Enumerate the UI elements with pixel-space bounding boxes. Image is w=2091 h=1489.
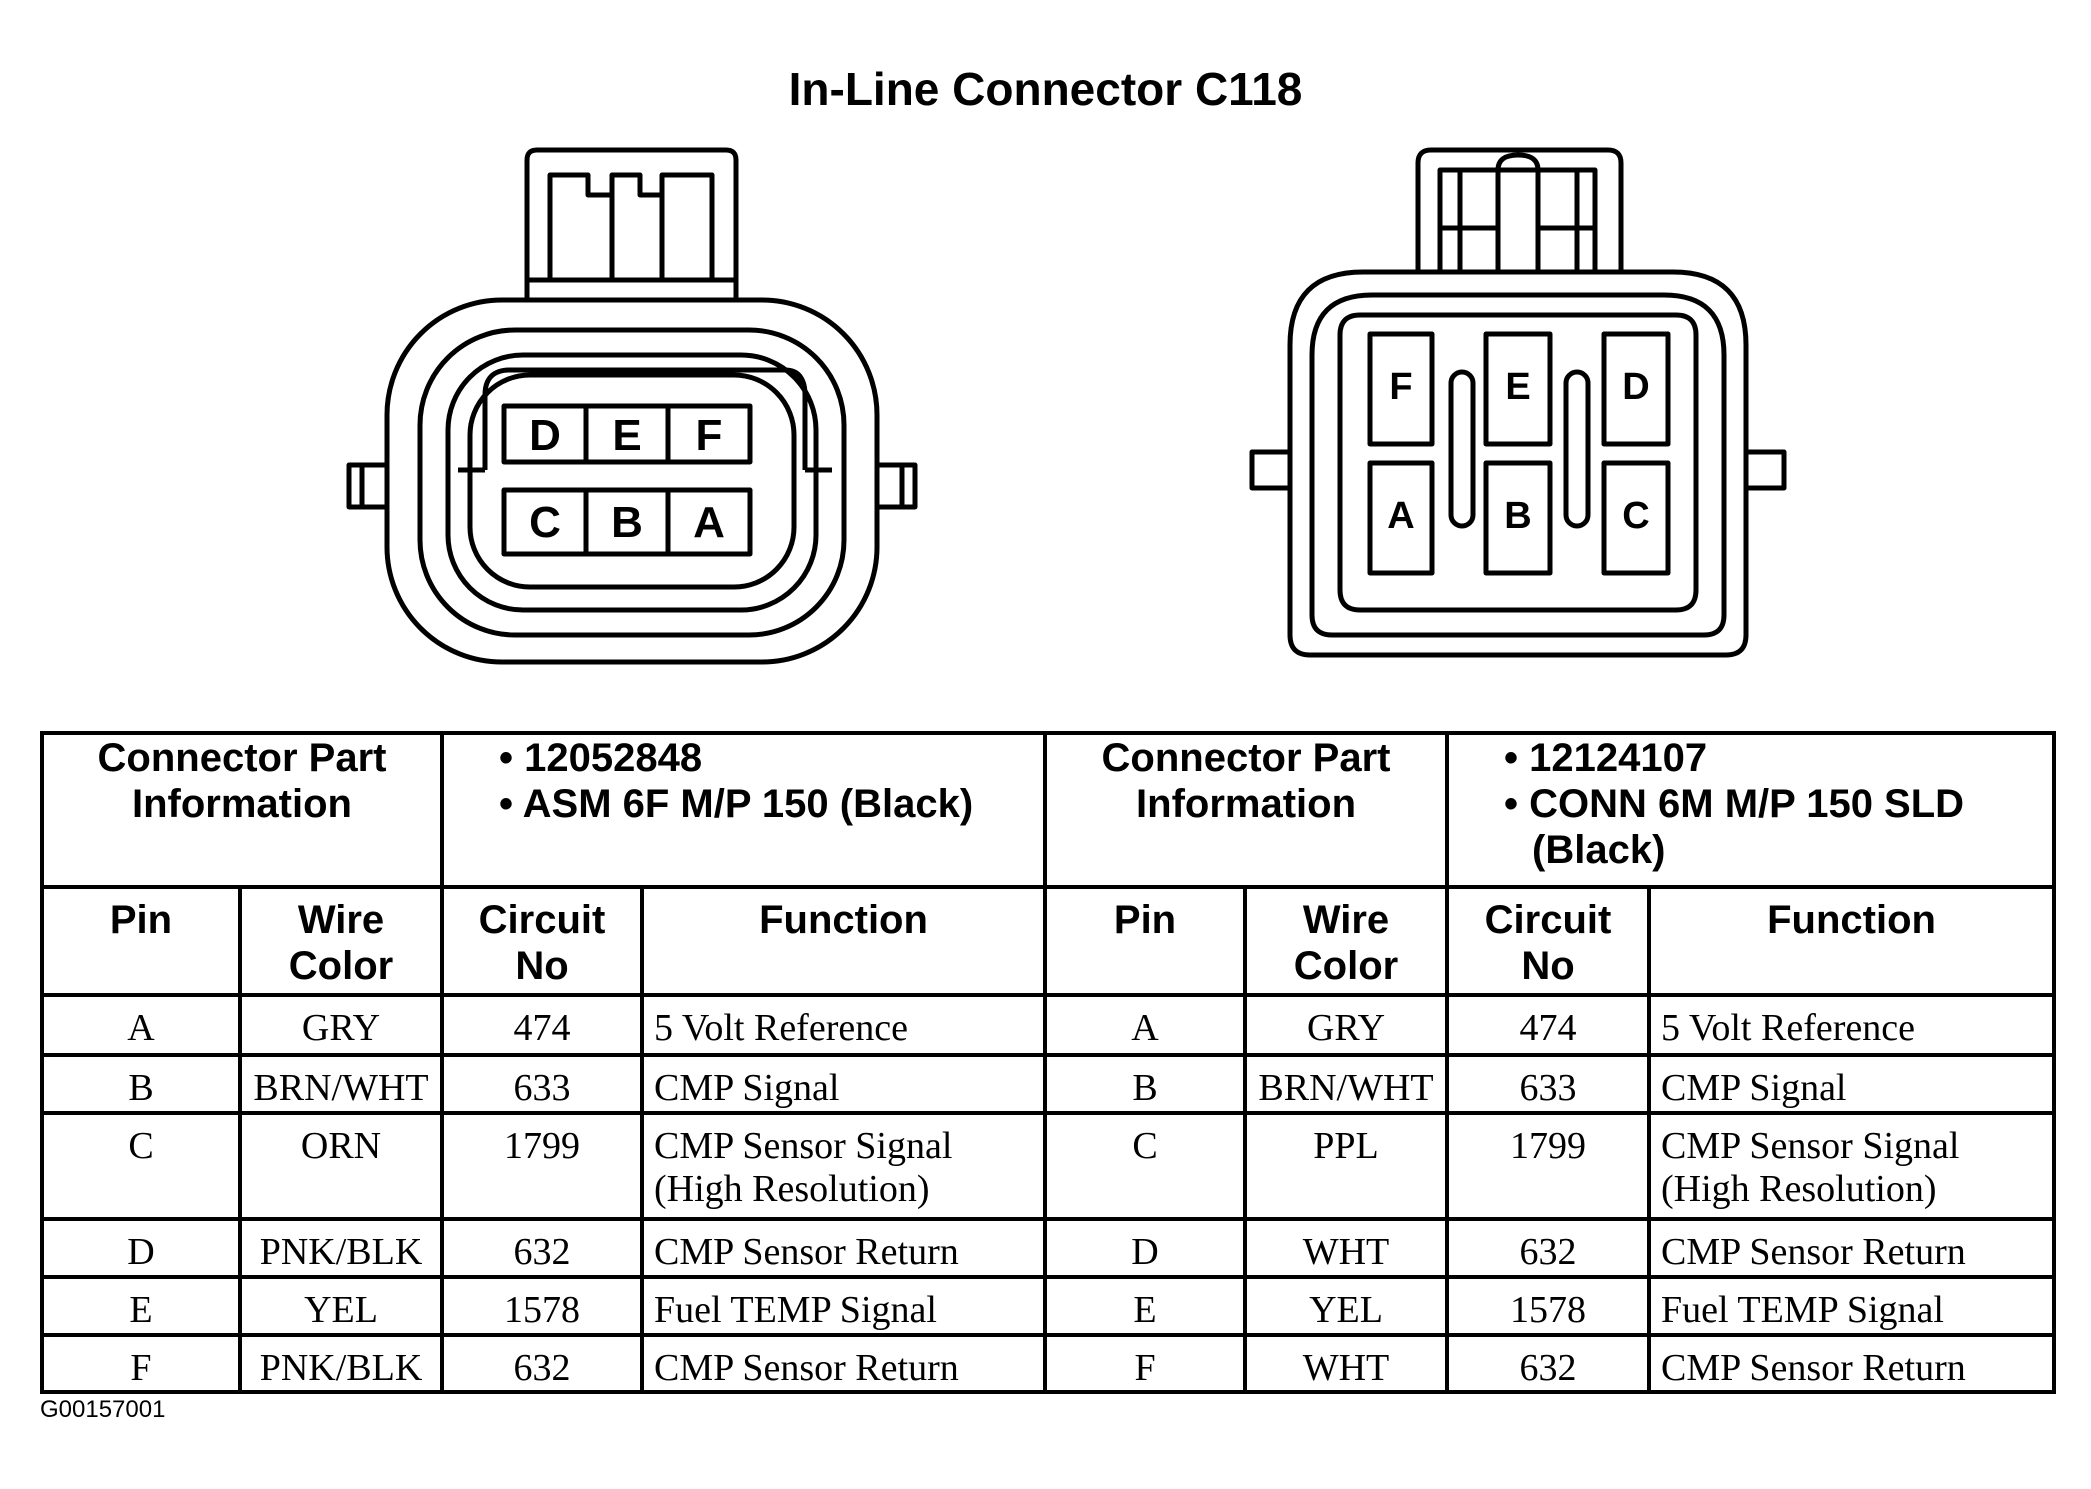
wire-color-cell: WHT [1243, 1217, 1450, 1279]
figure-id: G00157001 [40, 1396, 166, 1423]
function-cell: CMP Signal [1647, 1053, 2057, 1115]
left-info-label: Connector Part Information [40, 731, 444, 889]
pin-cell: A [40, 993, 242, 1057]
circuit-cell: 632 [1445, 1333, 1652, 1394]
pin-cell: E [40, 1275, 242, 1337]
circuit-cell: 1799 [440, 1111, 644, 1221]
wire-color-header: Wire Color [238, 885, 444, 997]
right-part-info: • 12124107 • CONN 6M M/P 150 SLD (Black) [1445, 731, 2057, 889]
wire-color-cell: WHT [1243, 1333, 1450, 1394]
right-part-description: • CONN 6M M/P 150 SLD [1504, 782, 1965, 826]
right-pin-label: A [1387, 495, 1414, 537]
wire-color-cell: PNK/BLK [238, 1217, 444, 1279]
circuit-cell: 632 [440, 1217, 644, 1279]
right-connector-drawing [1249, 147, 1787, 658]
function-cell: CMP Sensor Return [1647, 1333, 2057, 1394]
wire-color-cell: YEL [238, 1275, 444, 1337]
right-pin-label: E [1505, 366, 1530, 408]
wire-color-cell: GRY [1243, 993, 1450, 1057]
left-part-info: • 12052848 • ASM 6F M/P 150 (Black) [439, 731, 1048, 889]
left-pin-label: F [696, 411, 723, 460]
pinout-table: Connector Part Information • 12052848 • … [40, 731, 2057, 1394]
circuit-cell: 1799 [1445, 1111, 1652, 1221]
circuit-cell: 632 [440, 1333, 644, 1394]
function-cell: CMP Sensor Return [639, 1217, 1048, 1279]
wire-color-cell: BRN/WHT [238, 1053, 444, 1115]
left-pin-label: C [529, 498, 561, 547]
function-cell: Fuel TEMP Signal [639, 1275, 1048, 1337]
function-header: Function [1647, 885, 2057, 997]
function-header: Function [639, 885, 1048, 997]
pin-header: Pin [40, 885, 242, 997]
wire-color-header: Wire Color [1243, 885, 1450, 997]
right-part-number: • 12124107 [1504, 736, 1708, 780]
circuit-cell: 633 [440, 1053, 644, 1115]
pin-cell: D [1043, 1217, 1248, 1279]
connector-info-row: Connector Part Information • 12052848 • … [40, 731, 2057, 889]
circuit-cell: 1578 [1445, 1275, 1652, 1337]
left-pin-label: D [529, 411, 561, 460]
left-pin-label: A [693, 498, 725, 547]
circuit-no-header: Circuit No [440, 885, 644, 997]
function-cell: CMP Sensor Signal (High Resolution) [1647, 1111, 2057, 1221]
pin-cell: A [1043, 993, 1248, 1057]
table-row: C ORN 1799 CMP Sensor Signal (High Resol… [40, 1111, 2057, 1221]
circuit-cell: 474 [440, 993, 644, 1057]
circuit-cell: 1578 [440, 1275, 644, 1337]
left-part-description: • ASM 6F M/P 150 (Black) [499, 782, 974, 826]
pin-header: Pin [1043, 885, 1248, 997]
circuit-cell: 633 [1445, 1053, 1652, 1115]
wire-color-cell: GRY [238, 993, 444, 1057]
right-pin-label: C [1622, 495, 1649, 537]
left-pin-label: E [612, 411, 641, 460]
wire-color-cell: ORN [238, 1111, 444, 1221]
function-cell: CMP Signal [639, 1053, 1048, 1115]
pin-cell: E [1043, 1275, 1248, 1337]
function-cell: CMP Sensor Return [639, 1333, 1048, 1394]
pin-cell: D [40, 1217, 242, 1279]
right-pin-label: F [1389, 366, 1412, 408]
left-pin-label: B [611, 498, 643, 547]
left-part-number: • 12052848 [499, 736, 703, 780]
pin-cell: B [40, 1053, 242, 1115]
header-row: Pin Wire Color Circuit No Function Pin W… [40, 885, 2057, 997]
pin-cell: C [40, 1111, 242, 1221]
function-cell: 5 Volt Reference [1647, 993, 2057, 1057]
right-pin-label: B [1504, 495, 1531, 537]
right-part-color: (Black) [1532, 828, 1666, 872]
function-cell: Fuel TEMP Signal [1647, 1275, 2057, 1337]
right-pin-label: D [1622, 366, 1649, 408]
wire-color-cell: YEL [1243, 1275, 1450, 1337]
left-connector-drawing [346, 147, 918, 665]
table-row: F PNK/BLK 632 CMP Sensor Return F WHT 63… [40, 1333, 2057, 1394]
pin-cell: C [1043, 1111, 1248, 1221]
table-row: D PNK/BLK 632 CMP Sensor Return D WHT 63… [40, 1217, 2057, 1279]
wire-color-cell: PPL [1243, 1111, 1450, 1221]
pin-cell: B [1043, 1053, 1248, 1115]
right-info-label: Connector Part Information [1043, 731, 1450, 889]
diagram-title: In-Line Connector C118 [788, 63, 1303, 115]
circuit-no-header: Circuit No [1445, 885, 1652, 997]
function-cell: CMP Sensor Return [1647, 1217, 2057, 1279]
circuit-cell: 474 [1445, 993, 1652, 1057]
wire-color-cell: BRN/WHT [1243, 1053, 1450, 1115]
circuit-cell: 632 [1445, 1217, 1652, 1279]
table-row: E YEL 1578 Fuel TEMP Signal E YEL 1578 F… [40, 1275, 2057, 1337]
function-cell: CMP Sensor Signal (High Resolution) [639, 1111, 1048, 1221]
wire-color-cell: PNK/BLK [238, 1333, 444, 1394]
table-row: A GRY 474 5 Volt Reference A GRY 474 5 V… [40, 993, 2057, 1057]
pin-cell: F [40, 1333, 242, 1394]
table-row: B BRN/WHT 633 CMP Signal B BRN/WHT 633 C… [40, 1053, 2057, 1115]
function-cell: 5 Volt Reference [639, 993, 1048, 1057]
pin-cell: F [1043, 1333, 1248, 1394]
connector-drawings: D E F C B A F E D A B C [346, 147, 1787, 665]
